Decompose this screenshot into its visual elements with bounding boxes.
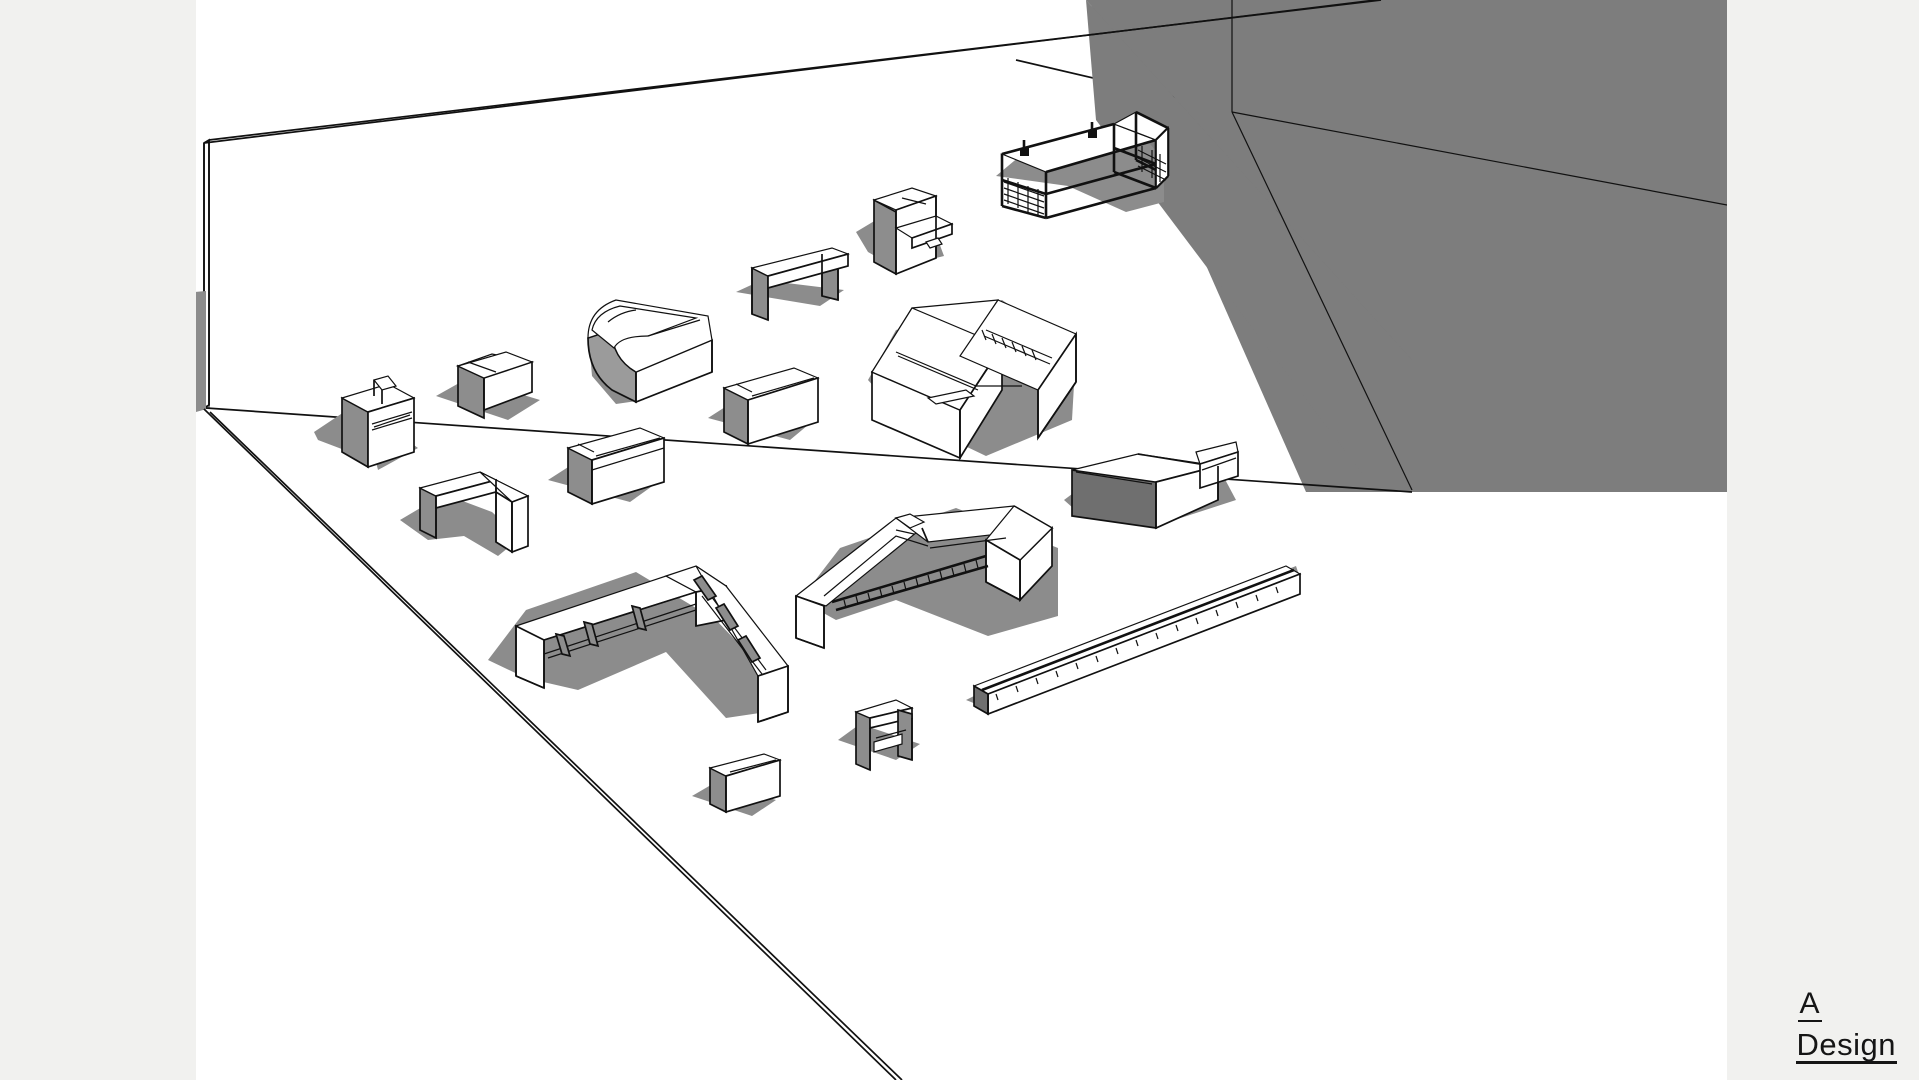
obj-u-shaped-counter-upper[interactable] — [868, 299, 1077, 461]
obj-bench-straight[interactable] — [736, 247, 850, 322]
obj-counter-unit-small[interactable] — [436, 351, 540, 420]
brand-logo: A Design — [1795, 987, 1897, 1064]
logo-line-1: A — [1797, 987, 1822, 1022]
obj-l-shaped-shelving-unit[interactable] — [996, 110, 1170, 220]
obj-u-shaped-counter-lower[interactable] — [794, 505, 1058, 650]
obj-curved-reception-desk[interactable] — [587, 299, 713, 404]
obj-long-linear-counter[interactable] — [966, 565, 1302, 716]
obj-box-counter-mid[interactable] — [708, 367, 820, 446]
axonometric-scene[interactable]: .ln { stroke:#111; stroke-width:1.7; fil… — [196, 0, 1727, 1080]
logo-line-2: Design — [1795, 1027, 1897, 1064]
obj-corner-desk-left[interactable] — [400, 471, 530, 556]
obj-angled-counter-right[interactable] — [1064, 441, 1239, 530]
obj-l-shaped-bench-run[interactable] — [488, 565, 789, 724]
wall-floor-shadow — [196, 291, 206, 411]
corner-wall-mass — [1086, 0, 1727, 492]
obj-side-table-small[interactable] — [838, 699, 920, 772]
drawing-sheet[interactable]: .ln { stroke:#111; stroke-width:1.7; fil… — [196, 0, 1727, 1080]
obj-reception-desk-small-left[interactable] — [314, 375, 418, 470]
obj-box-counter-bottom[interactable] — [692, 753, 782, 816]
obj-box-counter-lower-left[interactable] — [548, 427, 666, 506]
obj-workstation-desk-hutch[interactable] — [856, 187, 954, 276]
